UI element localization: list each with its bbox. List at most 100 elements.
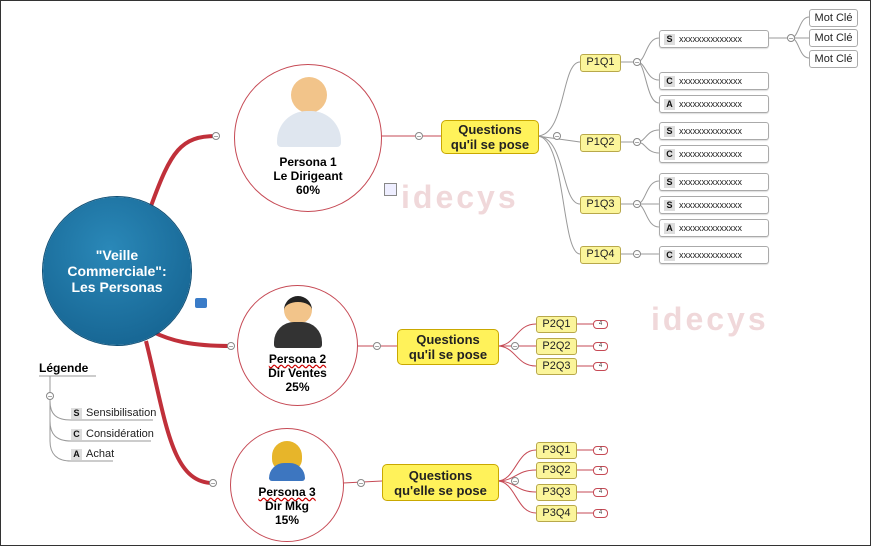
legend-collapse-toggle[interactable]: − xyxy=(46,392,54,401)
subquestion-node[interactable]: P3Q2 xyxy=(536,462,577,479)
collapse-toggle[interactable]: − xyxy=(209,479,217,488)
persona-share: 15% xyxy=(274,513,300,527)
persona-role: Dir Ventes xyxy=(268,366,327,380)
answer-text: xxxxxxxxxxxxxx xyxy=(679,76,742,86)
collapsed-count-badge[interactable]: 4 xyxy=(593,466,608,475)
watermark: idecys xyxy=(651,301,769,337)
collapse-toggle[interactable]: − xyxy=(212,132,220,141)
legend-item[interactable]: A Achat xyxy=(67,448,114,460)
subquestion-node[interactable]: P2Q2 xyxy=(536,338,577,355)
legend-label: Sensibilisation xyxy=(86,407,157,419)
businessman-avatar-icon xyxy=(291,77,327,113)
subquestion-node[interactable]: P3Q1 xyxy=(536,442,577,459)
persona-name: Persona 2 xyxy=(268,352,327,366)
subquestion-node[interactable]: P1Q2 xyxy=(580,134,621,152)
collapsed-count-badge[interactable]: 4 xyxy=(593,320,608,329)
subquestion-node[interactable]: P1Q1 xyxy=(580,54,621,72)
collapsed-count-badge[interactable]: 4 xyxy=(593,362,608,371)
badge-c-icon: C xyxy=(664,249,675,261)
badge-c-icon: C xyxy=(664,148,675,160)
subquestion-node[interactable]: P1Q4 xyxy=(580,246,621,264)
legend-title[interactable]: Légende xyxy=(39,361,89,375)
badge-a-icon: A xyxy=(664,222,675,234)
note-icon[interactable] xyxy=(195,298,207,308)
central-topic[interactable]: "Veille Commerciale": Les Personas xyxy=(43,197,191,345)
badge-a-icon: A xyxy=(71,449,82,460)
edit-icon[interactable] xyxy=(384,183,397,196)
answer-text: xxxxxxxxxxxxxx xyxy=(679,34,742,44)
manager-avatar-icon xyxy=(284,296,312,324)
questions-node-persona-1[interactable]: Questions qu'il se pose xyxy=(441,120,539,154)
collapse-toggle[interactable]: − xyxy=(633,138,641,147)
answer-text: xxxxxxxxxxxxxx xyxy=(679,200,742,210)
persona-role: Dir Mkg xyxy=(264,499,309,513)
collapsed-count-badge[interactable]: 4 xyxy=(593,446,608,455)
watermark: idecys xyxy=(401,179,519,215)
persona-name: Persona 3 xyxy=(258,485,316,499)
badge-c-icon: C xyxy=(664,75,675,87)
collapse-toggle[interactable]: − xyxy=(633,250,641,259)
collapse-toggle[interactable]: − xyxy=(787,34,795,43)
collapse-toggle[interactable]: − xyxy=(553,132,561,141)
collapse-toggle[interactable]: − xyxy=(415,132,423,141)
collapse-toggle[interactable]: − xyxy=(633,200,641,209)
collapse-toggle[interactable]: − xyxy=(633,58,641,67)
answer-text: xxxxxxxxxxxxxx xyxy=(679,250,742,260)
question-label: Questions qu'elle se pose xyxy=(394,467,487,498)
collapsed-count-badge[interactable]: 4 xyxy=(593,342,608,351)
persona-share: 60% xyxy=(295,183,321,197)
legend-label: Achat xyxy=(86,448,115,460)
avatar-body xyxy=(269,463,305,481)
branch-persona2 xyxy=(150,329,232,348)
badge-s-icon: S xyxy=(664,199,675,211)
question-label: Questions qu'il se pose xyxy=(450,122,530,152)
badge-s-icon: S xyxy=(71,408,82,419)
subquestion-node[interactable]: P3Q4 xyxy=(536,505,577,522)
badge-s-icon: S xyxy=(664,176,675,188)
branch-persona1 xyxy=(149,134,217,207)
questions-node-persona-3[interactable]: Questions qu'elle se pose xyxy=(382,464,499,501)
keyword-node[interactable]: Mot Clé xyxy=(809,29,858,47)
answer-text: xxxxxxxxxxxxxx xyxy=(679,149,742,159)
keyword-node[interactable]: Mot Clé xyxy=(809,9,858,27)
badge-c-icon: C xyxy=(71,429,82,440)
collapse-toggle[interactable]: − xyxy=(373,342,381,351)
collapse-toggle[interactable]: − xyxy=(357,479,365,488)
answer-text: xxxxxxxxxxxxxx xyxy=(679,177,742,187)
subquestion-node[interactable]: P2Q1 xyxy=(536,316,577,333)
answer-text: xxxxxxxxxxxxxx xyxy=(679,223,742,233)
central-topic-label: "Veille Commerciale": Les Personas xyxy=(67,247,167,295)
keyword-node[interactable]: Mot Clé xyxy=(809,50,858,68)
collapse-toggle[interactable]: − xyxy=(511,342,519,351)
subquestion-node[interactable]: P3Q3 xyxy=(536,484,577,501)
avatar-body xyxy=(274,322,322,348)
subquestion-node[interactable]: P2Q3 xyxy=(536,358,577,375)
badge-a-icon: A xyxy=(664,98,675,110)
collapsed-count-badge[interactable]: 4 xyxy=(593,509,608,518)
persona-name: Persona 1 xyxy=(279,155,337,169)
questions-node-persona-2[interactable]: Questions qu'il se pose xyxy=(397,329,499,365)
persona-role: Le Dirigeant xyxy=(273,169,343,183)
avatar-body xyxy=(277,111,341,147)
collapsed-count-badge[interactable]: 4 xyxy=(593,488,608,497)
subquestion-node[interactable]: P1Q3 xyxy=(580,196,621,214)
collapse-toggle[interactable]: − xyxy=(511,477,519,486)
legend-label: Considération xyxy=(86,428,154,440)
legend-item[interactable]: S Sensibilisation xyxy=(67,407,156,419)
collapse-toggle[interactable]: − xyxy=(227,342,235,351)
legend-item[interactable]: C Considération xyxy=(67,428,154,440)
